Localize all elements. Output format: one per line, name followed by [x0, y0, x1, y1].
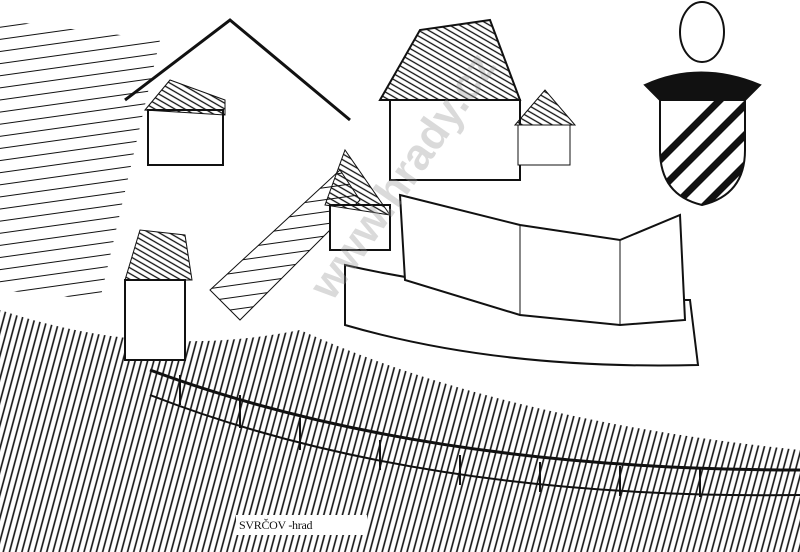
- left-slope: [0, 20, 160, 300]
- palace: [389, 99, 521, 181]
- inner-wall: [398, 193, 687, 327]
- coat-of-arms: [643, 1, 762, 207]
- palisade: [149, 368, 800, 472]
- hillside: [0, 310, 800, 552]
- drawing-caption: SVRČOV -hrad: [236, 515, 367, 535]
- gate-tower: [124, 279, 186, 361]
